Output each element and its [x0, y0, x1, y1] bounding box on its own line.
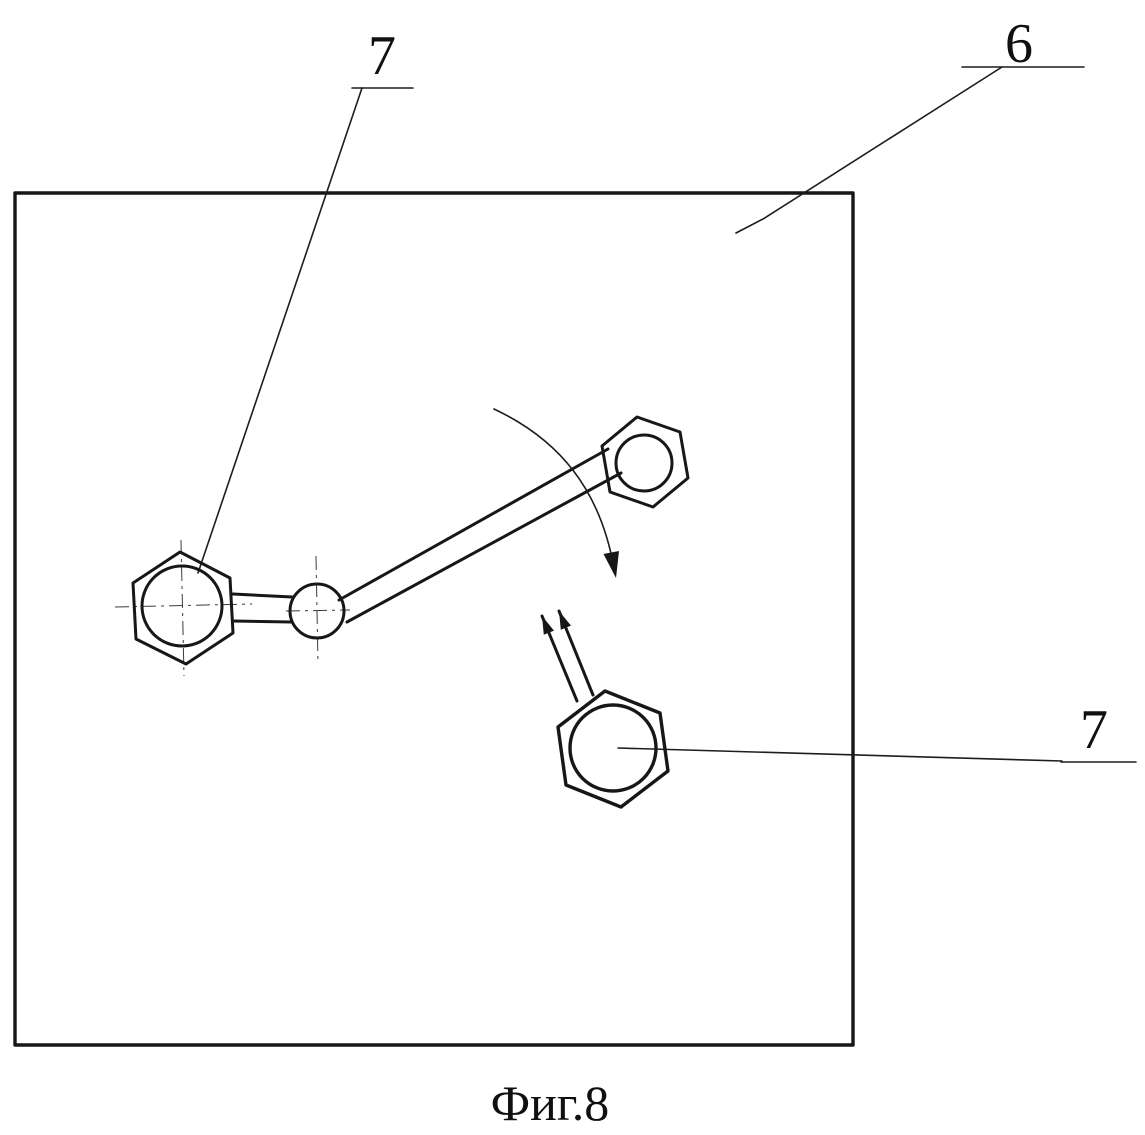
left-nut-centerline-h [114, 603, 253, 608]
short-bar-top-edge [231, 592, 294, 599]
pivot-circle [288, 582, 346, 640]
short-link-bar [231, 592, 294, 624]
lower-rod-arrowhead-left [542, 616, 554, 635]
rotation-arrowhead [603, 551, 619, 578]
ref-label-7-right: 7 [1080, 699, 1108, 761]
pivot-centerline-v [315, 555, 319, 665]
rotation-arrow-arc [493, 408, 615, 569]
pivot-centerline-h [285, 609, 351, 612]
top-ref-leader-line [197, 87, 363, 574]
rotation-arrow [493, 408, 619, 578]
left-nut-bore [140, 564, 224, 648]
lower-rod-arrowhead-right [559, 611, 571, 630]
left-hex-nut [114, 539, 253, 677]
long-link-rod [337, 447, 623, 624]
plate-outline [13, 191, 855, 1047]
rod-bottom-edge [345, 471, 623, 624]
ref-label-6: 6 [1005, 13, 1033, 75]
lower-nut-hexagon [556, 689, 670, 809]
lower-nut-bore [568, 703, 658, 793]
left-nut-centerline-v [180, 539, 185, 677]
pivot-joint [285, 555, 351, 665]
figure-caption: Фиг.8 [491, 1075, 610, 1131]
left-nut-hexagon [131, 550, 235, 666]
right-ref-leader-line [617, 747, 1063, 762]
lower-hex-nut [540, 609, 670, 809]
upper-nut-hexagon [600, 415, 690, 509]
short-bar-bottom-edge [231, 619, 293, 624]
plate-ref-leader-line [735, 66, 1003, 234]
rod-top-edge [337, 447, 610, 602]
ref-label-7-top: 7 [368, 25, 396, 87]
upper-nut-bore [614, 433, 674, 493]
upper-hex-nut [600, 415, 690, 509]
